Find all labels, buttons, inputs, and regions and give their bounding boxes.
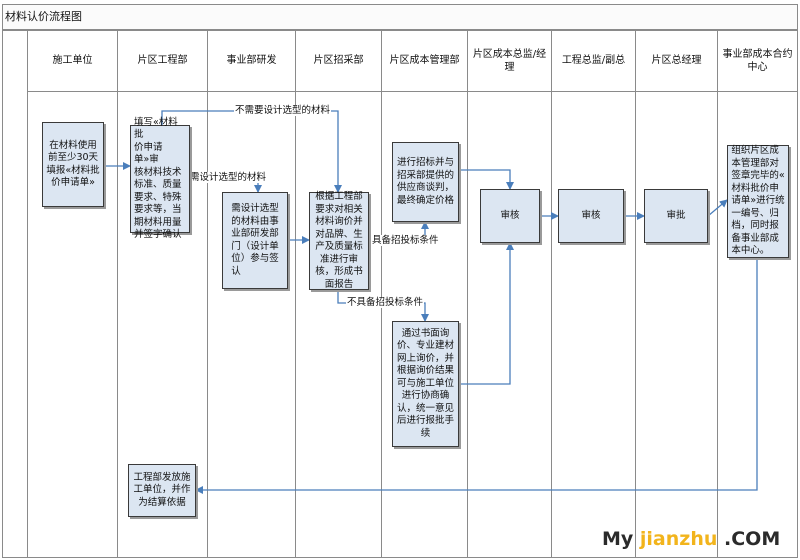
node-submit-application[interactable]: 在材料使用 前至少30天 填报«材料批 价申请单» [42, 122, 104, 207]
lane-body-yf [208, 92, 296, 558]
lane-body-cb [382, 92, 468, 558]
lane-header-gczj: 工程总监/副总 [552, 30, 636, 92]
lane-body-hy [718, 92, 798, 558]
lane-header-sg: 施工单位 [28, 30, 118, 92]
edge-label-no-design: 不需要设计选型的材料 [234, 105, 332, 116]
watermark-com: .COM [717, 528, 781, 550]
site-watermark: My jianzhu .COM [602, 528, 780, 550]
lane-body-zc [296, 92, 382, 558]
edge-n9-n10 [707, 199, 728, 217]
edge-label-no-bid: 不具备招投标条件 [346, 297, 425, 308]
lane-body-sg [28, 92, 118, 558]
lane-body-gczj [552, 92, 636, 558]
lane-body-gc [118, 92, 208, 558]
edge-label-has-bid: 具备招投标条件 [371, 235, 440, 246]
node-engineering-review[interactable]: 填写«材料批 价申请单»审 核材料技术 标准、质量 要求、特殊 要求等，当 期材… [130, 117, 190, 240]
lane-header-cb: 片区成本管理部 [382, 30, 468, 92]
node-archive-report[interactable]: 组织片区成 本管理部对 签章完毕的« 材料批价申 请单»进行统 一编号、归 档，… [727, 145, 789, 258]
edge-n10-n11 [195, 258, 758, 494]
lane-header-yf: 事业部研发 [208, 30, 296, 92]
lane-header-hy: 事业部成本合约中心 [718, 30, 798, 92]
edge-n5-n7 [459, 169, 514, 190]
lane-header-gc: 片区工程部 [118, 30, 208, 92]
node-gm-approval[interactable]: 审批 [644, 189, 708, 243]
node-cost-director-review[interactable]: 审核 [480, 189, 540, 243]
node-issue-to-contractor[interactable]: 工程部发放施 工单位，并作 为结算依据 [128, 464, 196, 517]
lane-body-cbzj [468, 92, 552, 558]
watermark-mid: jianzhu [633, 528, 718, 550]
left-gutter [2, 30, 28, 558]
lane-body-zjl [636, 92, 718, 558]
lane-header-cbzj: 片区成本总监/经理 [468, 30, 552, 92]
diagram-title: 材料认价流程图 [2, 4, 798, 30]
lane-header-zc: 片区招采部 [296, 30, 382, 92]
watermark-my: My [602, 528, 634, 550]
node-engineering-director-review[interactable]: 审核 [558, 189, 624, 243]
edge-label-need-design: 需设计选型的材料 [189, 172, 268, 183]
node-procurement-inquiry[interactable]: 根据工程部 要求对相关 材料询价并 对品牌、生 产及质量标 准进行审 核，形成书… [309, 191, 369, 290]
node-design-signoff[interactable]: 需设计选型 的材料由事 业部研发部 门（设计单 位）参与签 认 [222, 192, 288, 289]
node-written-inquiry[interactable]: 通过书面询 价、专业建材 网上询价，并 根据询价结果 可与施工单位 进行协商确 … [392, 321, 459, 447]
lane-header-zjl: 片区总经理 [636, 30, 718, 92]
edge-n6-n7 [459, 242, 514, 385]
node-bidding-negotiation[interactable]: 进行招标并与 招采部提供的 供应商谈判， 最终确定价格 [392, 142, 459, 222]
